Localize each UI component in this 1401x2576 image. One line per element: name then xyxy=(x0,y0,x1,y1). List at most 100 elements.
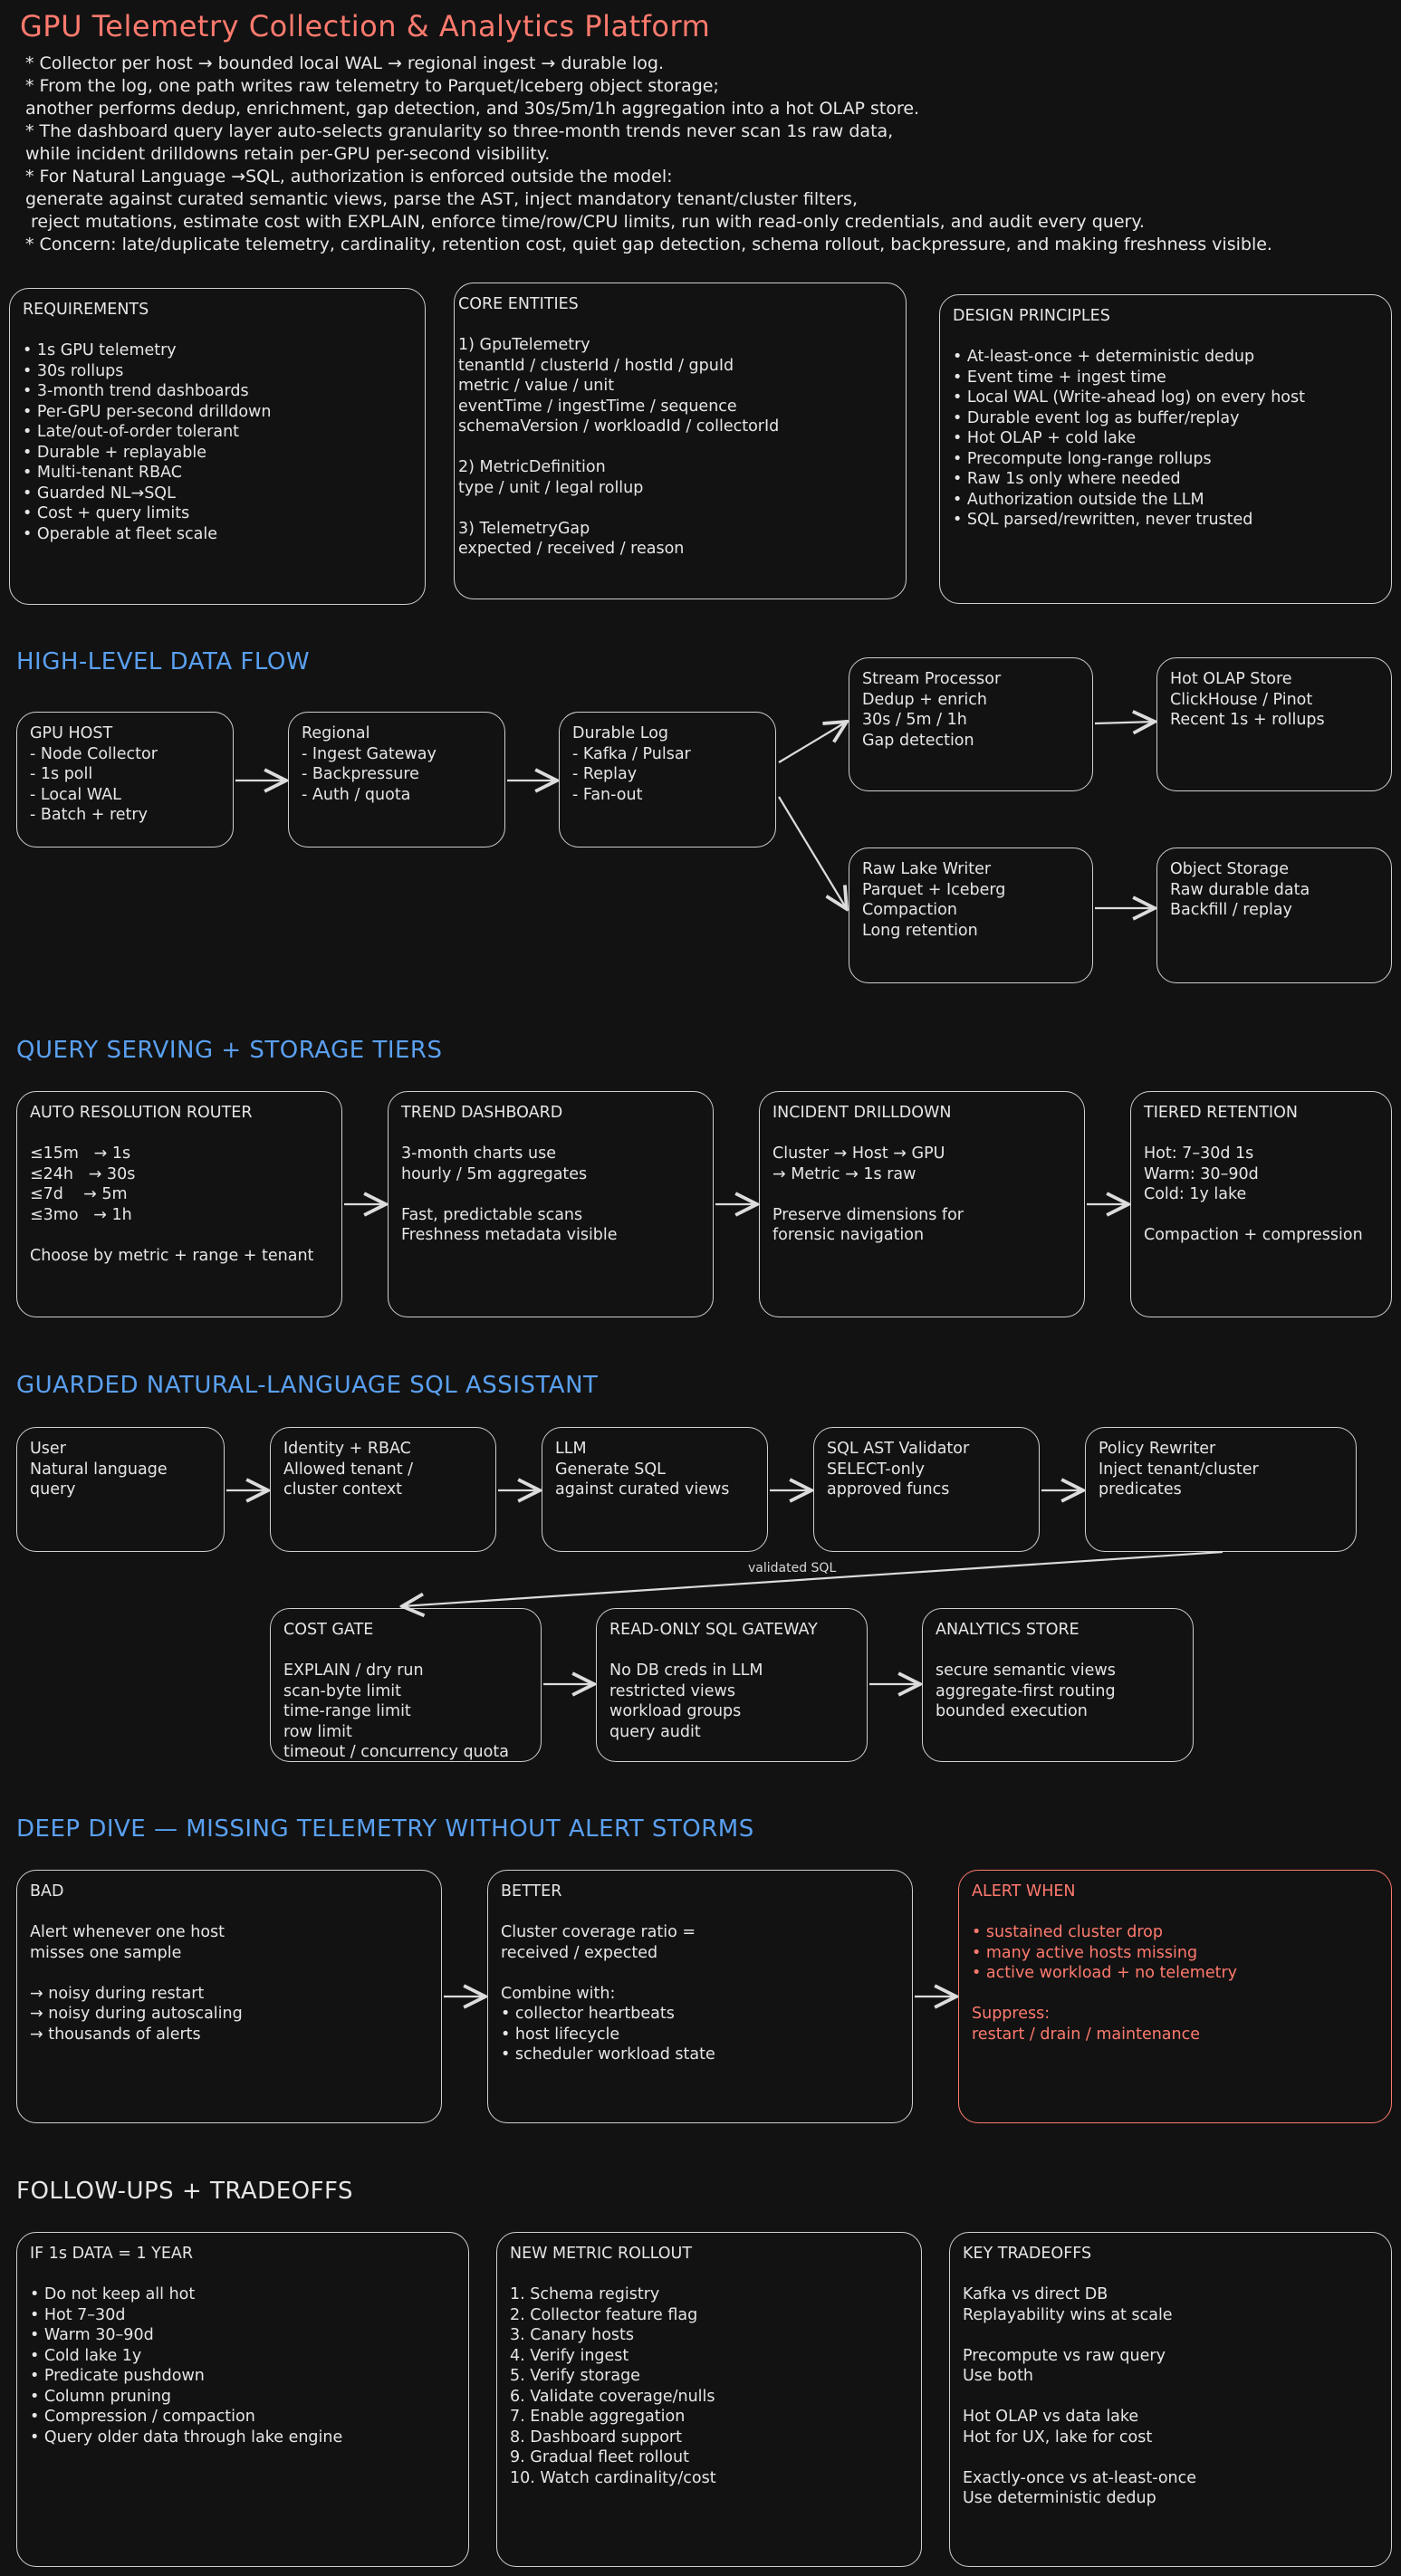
box-heading: Raw Lake Writer xyxy=(862,860,992,878)
text-line: • many active hosts missing xyxy=(972,1943,1198,1962)
text-line: ≤3mo → 1h xyxy=(30,1205,132,1224)
text-line: schemaVersion / workloadId / collectorId xyxy=(458,417,780,436)
text-line: • Late/out-of-order tolerant xyxy=(23,423,240,441)
one-year-data-box: IF 1s DATA = 1 YEAR• Do not keep all hot… xyxy=(16,2232,469,2567)
text-line: - Ingest Gateway xyxy=(302,744,437,763)
text-line: Compaction + compression xyxy=(1144,1226,1363,1244)
text-line: type / unit / legal rollup xyxy=(458,478,644,497)
text-line: predicates xyxy=(1099,1480,1182,1499)
text-line: * From the log, one path writes raw tele… xyxy=(25,76,719,96)
text-line: against curated views xyxy=(555,1480,730,1499)
text-line: * For Natural Language →SQL, authorizati… xyxy=(25,167,673,187)
box-heading: Policy Rewriter xyxy=(1099,1440,1216,1458)
text-line: * Collector per host → bounded local WAL… xyxy=(25,53,665,73)
section-heading-query-serving: QUERY SERVING + STORAGE TIERS xyxy=(16,1037,443,1064)
text-line: Cold: 1y lake xyxy=(1144,1185,1247,1203)
text-line: Backfill / replay xyxy=(1170,901,1292,919)
text-line: Precompute vs raw query xyxy=(963,2346,1166,2365)
text-line: • Durable + replayable xyxy=(23,443,206,462)
text-line: • sustained cluster drop xyxy=(972,1923,1163,1941)
text-line: 5. Verify storage xyxy=(510,2367,640,2385)
box-heading: LLM xyxy=(555,1440,587,1458)
text-line: Freshness metadata visible xyxy=(401,1226,618,1244)
text-line: • Hot 7–30d xyxy=(30,2305,126,2324)
text-line: 3. Canary hosts xyxy=(510,2326,635,2344)
text-line: 10. Watch cardinality/cost xyxy=(510,2468,716,2487)
box-heading: SQL AST Validator xyxy=(827,1440,970,1458)
text-line: Use deterministic dedup xyxy=(963,2489,1156,2507)
text-line: • Durable event log as buffer/replay xyxy=(953,408,1240,427)
text-line: bounded execution xyxy=(936,1702,1088,1720)
text-line: - Batch + retry xyxy=(30,806,148,824)
text-line: Compaction xyxy=(862,901,957,919)
text-line: • Operable at fleet scale xyxy=(23,524,217,543)
text-line: • collector heartbeats xyxy=(501,2005,675,2023)
box-heading: CORE ENTITIES xyxy=(458,295,579,313)
text-line: 6. Validate coverage/nulls xyxy=(510,2387,715,2406)
box-heading: ALERT WHEN xyxy=(972,1882,1076,1901)
box-heading: REQUIREMENTS xyxy=(23,301,149,319)
page-title: GPU Telemetry Collection & Analytics Pla… xyxy=(20,9,711,43)
box-heading: Identity + RBAC xyxy=(283,1440,411,1458)
text-line: Alert whenever one host xyxy=(30,1923,226,1941)
text-line: • Raw 1s only where needed xyxy=(953,470,1181,488)
box-heading: READ-ONLY SQL GATEWAY xyxy=(609,1621,818,1639)
text-line: Allowed tenant / xyxy=(283,1460,414,1479)
text-line: Use both xyxy=(963,2367,1034,2385)
arrow-log-to-lake xyxy=(778,796,847,909)
text-line: → noisy during restart xyxy=(30,1984,205,2003)
text-line: Natural language xyxy=(30,1460,168,1479)
text-line: metric / value / unit xyxy=(458,377,615,395)
text-line: 2. Collector feature flag xyxy=(510,2305,698,2324)
text-line: row limit xyxy=(283,1722,352,1741)
text-line: ≤15m → 1s xyxy=(30,1144,131,1163)
text-line: • active workload + no telemetry xyxy=(972,1964,1238,1982)
design-principles-box: DESIGN PRINCIPLES• At-least-once + deter… xyxy=(939,294,1392,604)
text-line: 2) MetricDefinition xyxy=(458,458,606,476)
text-line: expected / received / reason xyxy=(458,540,685,558)
box-heading: BETTER xyxy=(501,1882,562,1901)
text-line: Inject tenant/cluster xyxy=(1099,1460,1259,1479)
text-line: Raw durable data xyxy=(1170,880,1310,899)
identity-rbac-box: Identity + RBAC Allowed tenant /cluster c… xyxy=(270,1427,496,1552)
text-line: Kafka vs direct DB xyxy=(963,2285,1108,2303)
text-line: 3) TelemetryGap xyxy=(458,519,590,538)
text-line: timeout / concurrency quota xyxy=(283,1743,509,1761)
text-line: • 30s rollups xyxy=(23,361,124,380)
section-heading-deep-dive: DEEP DIVE — MISSING TELEMETRY WITHOUT AL… xyxy=(16,1815,754,1843)
text-line: Fast, predictable scans xyxy=(401,1205,583,1224)
text-line: cluster context xyxy=(283,1480,403,1499)
text-line: • 3-month trend dashboards xyxy=(23,382,249,400)
text-line: 3-month charts use xyxy=(401,1144,556,1163)
text-line: SELECT-only xyxy=(827,1460,925,1479)
text-line: another performs dedup, enrichment, gap … xyxy=(25,99,920,119)
text-line: • 1s GPU telemetry xyxy=(23,341,177,359)
text-line: approved funcs xyxy=(827,1480,950,1499)
text-line: • host lifecycle xyxy=(501,2025,620,2044)
text-line: 8. Dashboard support xyxy=(510,2428,682,2447)
text-line: • Column pruning xyxy=(30,2387,172,2406)
text-line: → Metric → 1s raw xyxy=(772,1164,916,1183)
section-heading-followups: FOLLOW-UPS + TRADEOFFS xyxy=(16,2178,354,2205)
text-line: • Guarded NL→SQL xyxy=(23,484,176,503)
arrow-policy-to-cost-gate xyxy=(402,1550,1223,1606)
text-line: • At-least-once + deterministic dedup xyxy=(953,348,1255,366)
text-line: 9. Gradual fleet rollout xyxy=(510,2448,689,2466)
alert-when-box: ALERT WHEN • sustained cluster drop • many… xyxy=(958,1870,1392,2123)
box-heading: IF 1s DATA = 1 YEAR xyxy=(30,2245,194,2263)
text-line: Hot OLAP vs data lake xyxy=(963,2408,1139,2426)
text-line: • Authorization outside the LLM xyxy=(953,490,1204,509)
text-line: • Multi-tenant RBAC xyxy=(23,464,182,482)
text-line: • Warm 30–90d xyxy=(30,2326,154,2344)
text-line: • Local WAL (Write-ahead log) on every h… xyxy=(953,388,1305,407)
